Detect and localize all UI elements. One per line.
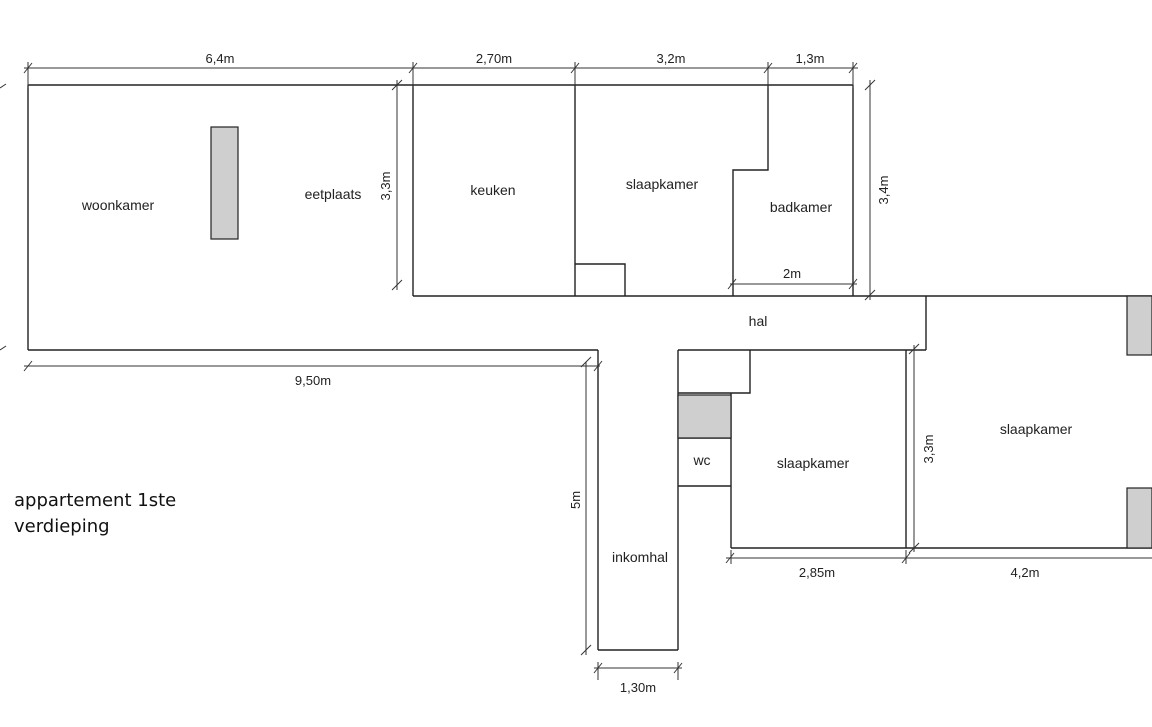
closet-block-lower bbox=[1126, 487, 1152, 549]
dim-slaapkamer2-width: 2,85m bbox=[799, 565, 835, 580]
dim-slaapkamer3-height: 3,3m bbox=[921, 435, 936, 464]
dim-badkamer-top-width: 1,3m bbox=[796, 51, 825, 66]
dim-slaapkamer-width: 3,2m bbox=[657, 51, 686, 66]
label-keuken: keuken bbox=[470, 182, 515, 198]
dim-inkomhal-width: 1,30m bbox=[620, 680, 656, 695]
dim-slaapkamer3-width: 4,2m bbox=[1011, 565, 1040, 580]
plan-title: appartement 1ste verdieping bbox=[14, 490, 177, 537]
label-slaapkamer-1: slaapkamer bbox=[626, 176, 699, 192]
label-slaapkamer-2: slaapkamer bbox=[777, 455, 850, 471]
dimension-labels: 6,4m 2,70m 3,2m 1,3m 3,3m 3,4m 2m 9,50m … bbox=[206, 51, 1040, 695]
closet-block-upper bbox=[1126, 295, 1152, 356]
room-labels: woonkamer eetplaats keuken slaapkamer ba… bbox=[81, 176, 1073, 565]
chimney-block bbox=[210, 126, 239, 240]
dimension-lines bbox=[0, 62, 1152, 680]
dim-badkamer-width: 2m bbox=[783, 266, 801, 281]
label-hal: hal bbox=[749, 313, 768, 329]
label-inkomhal: inkomhal bbox=[612, 549, 668, 565]
dim-inkomhal-height: 5m bbox=[568, 491, 583, 509]
dim-keuken-width: 2,70m bbox=[476, 51, 512, 66]
dim-total-width: 9,50m bbox=[295, 373, 331, 388]
label-slaapkamer-3: slaapkamer bbox=[1000, 421, 1073, 437]
label-wc: wc bbox=[692, 452, 710, 468]
dim-slaapkamer-height: 3,4m bbox=[876, 176, 891, 205]
fixtures bbox=[210, 126, 1152, 549]
dim-keuken-height: 3,3m bbox=[378, 172, 393, 201]
walls bbox=[27, 84, 1152, 651]
label-woonkamer: woonkamer bbox=[81, 197, 155, 213]
wc-shaft-block bbox=[677, 394, 732, 439]
label-eetplaats: eetplaats bbox=[305, 186, 362, 202]
dim-woonkamer-width: 6,4m bbox=[206, 51, 235, 66]
label-badkamer: badkamer bbox=[770, 199, 833, 215]
